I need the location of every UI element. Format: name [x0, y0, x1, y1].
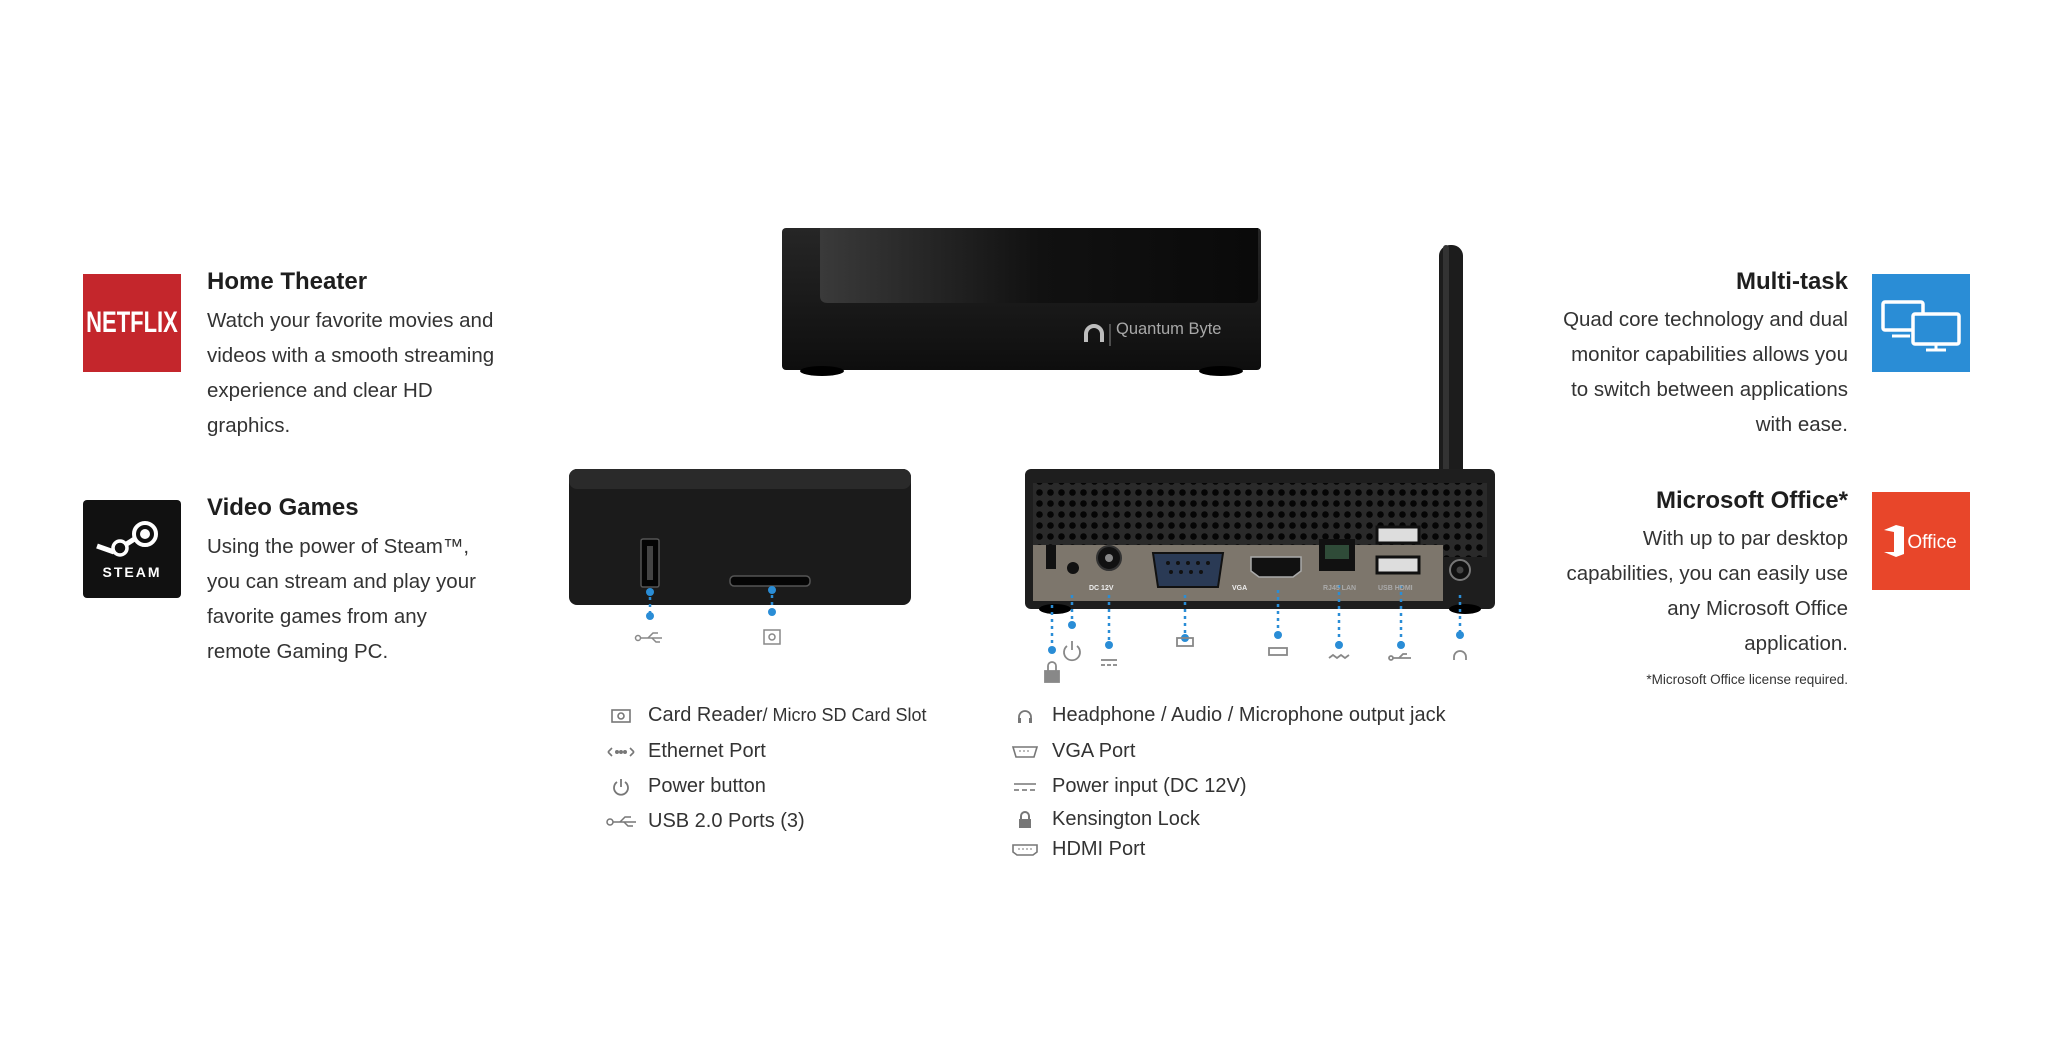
netflix-logo-graphic: NETFLIX — [86, 305, 178, 339]
device-rear-view: DC 12V VGA RJ45 LAN USB HDMI — [1023, 245, 1498, 690]
usb-icon — [634, 632, 662, 643]
lock-icon — [1010, 810, 1040, 830]
vga-port-label: VGA — [1232, 585, 1247, 592]
legend-item-usb: USB 2.0 Ports (3) — [606, 810, 805, 833]
legend-item-power-input: Power input (DC 12V) — [1010, 775, 1247, 798]
dc-power-icon — [1101, 659, 1117, 666]
headphone-icon — [1010, 708, 1040, 724]
legend-item-headphone: Headphone / Audio / Microphone output ja… — [1010, 704, 1446, 727]
office-description: With up to par desktop capabilities, you… — [1566, 527, 1848, 655]
office-footnote: *Microsoft Office license required. — [1646, 672, 1848, 687]
device-rear-graphic: DC 12V VGA RJ45 LAN USB HDMI — [1025, 245, 1495, 683]
hdmi-icon — [1268, 647, 1288, 656]
svg-text:NETFLIX: NETFLIX — [86, 305, 178, 339]
home-theater-title: Home Theater — [207, 268, 368, 295]
video-games-title: Video Games — [207, 494, 359, 521]
card-reader-icon — [606, 708, 636, 724]
steam-logo-graphic: STEAM — [96, 521, 162, 580]
usb-icon — [1388, 653, 1411, 661]
dc-power-icon — [1010, 781, 1040, 793]
lan-port-label: RJ45 LAN — [1323, 585, 1356, 592]
hdmi-icon — [1010, 843, 1040, 857]
legend-item-vga: VGA Port — [1010, 740, 1135, 763]
legend-item-card-reader: Card Reader / Micro SD Card Slot — [606, 704, 927, 727]
netflix-logo: NETFLIX — [83, 274, 181, 372]
device-front-graphic — [782, 228, 1261, 376]
multi-task-title: Multi-task — [1735, 268, 1848, 295]
home-theater-description: Watch your favorite movies and videos wi… — [207, 309, 495, 437]
vga-icon — [1010, 745, 1040, 759]
multi-task-description: Quad core technology and dual monitor ca… — [1563, 308, 1848, 436]
ethernet-icon — [606, 745, 636, 759]
power-icon — [606, 777, 636, 797]
legend-item-kensington: Kensington Lock — [1010, 808, 1200, 831]
headphone-icon — [1453, 650, 1467, 660]
dual-monitor-logo — [1872, 274, 1970, 372]
office-logo: Office — [1872, 492, 1970, 590]
svg-text:Office: Office — [1907, 532, 1956, 553]
legend-item-power-button: Power button — [606, 775, 766, 798]
power-icon — [1063, 641, 1081, 662]
device-side-graphic — [569, 469, 911, 645]
svg-text:STEAM: STEAM — [103, 564, 162, 580]
office-logo-graphic: Office — [1884, 525, 1957, 557]
legend-item-hdmi: HDMI Port — [1010, 838, 1145, 861]
ethernet-icon — [1328, 653, 1350, 660]
office-title: Microsoft Office* — [1655, 487, 1848, 514]
video-games-description: Using the power of Steam™, you can strea… — [207, 535, 476, 663]
usb-hdmi-port-label: USB HDMI — [1378, 585, 1413, 592]
vga-icon — [1176, 637, 1194, 647]
steam-logo: STEAM — [83, 500, 181, 598]
dc-port-label: DC 12V — [1089, 585, 1114, 592]
device-brand-label: Quantum Byte — [1116, 320, 1222, 338]
usb-icon — [606, 814, 636, 830]
device-front-view: Quantum Byte — [780, 228, 1263, 378]
legend-item-ethernet: Ethernet Port — [606, 740, 766, 763]
lock-icon — [1044, 661, 1060, 683]
device-side-view — [568, 468, 913, 648]
card-reader-icon — [763, 629, 781, 645]
dual-monitor-icon — [1881, 300, 1961, 352]
